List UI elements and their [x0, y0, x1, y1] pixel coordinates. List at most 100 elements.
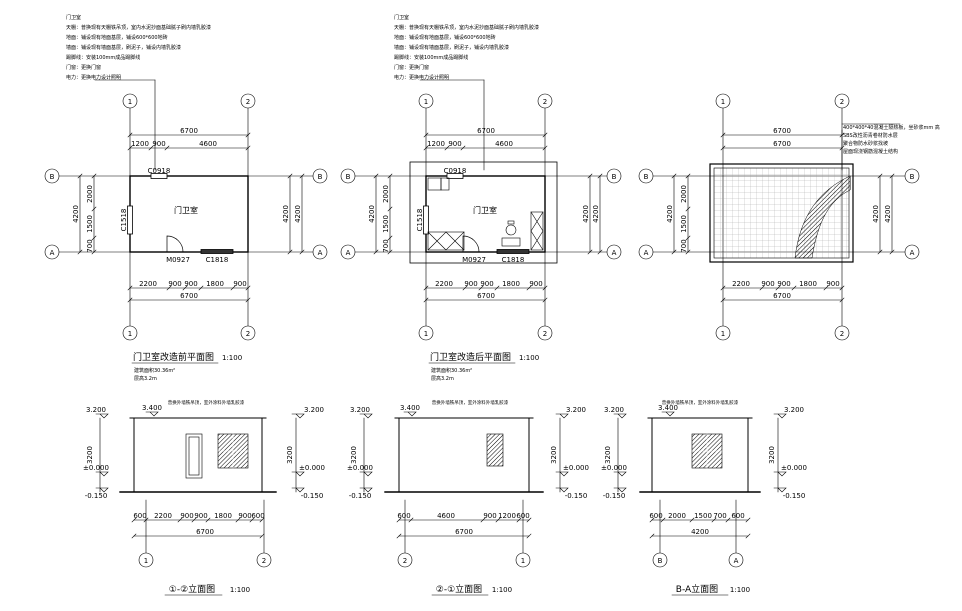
level-label: 3.400 [142, 404, 162, 412]
axis-bubble-label: 1 [521, 557, 525, 565]
dim-label: 4200 [884, 205, 892, 223]
dim-label: 900 [194, 512, 207, 520]
elevation-1-2 [95, 411, 305, 596]
dim-label: 6700 [455, 528, 473, 536]
dim-label: 4600 [495, 140, 513, 148]
dim-label: 1800 [502, 280, 520, 288]
dim-label: 700 [382, 239, 390, 252]
level-label: 3.400 [658, 404, 678, 412]
dim-label: 700 [713, 512, 726, 520]
dim-label: 900 [152, 140, 165, 148]
roof-notes: 400*400*40混凝土隔热板，坐砂浆mm 高 SBS改性沥青卷材防水层 聚合… [843, 124, 940, 155]
dim-label: 900 [233, 280, 246, 288]
roof-note-line: SBS改性沥青卷材防水层 [843, 132, 898, 139]
dim-label: 4600 [199, 140, 217, 148]
notes-after-line: 门卫室 [394, 15, 410, 21]
plan-after-title: 门卫室改造后平面图 [430, 351, 511, 363]
dim-label: 900 [826, 280, 839, 288]
notes-after-line: 墙面：铺设现有墙面基层，刷泥子，铺设内墙乳胶漆 [394, 45, 510, 51]
notes-before-line: 墙面：铺设现有墙面基层，刷泥子，铺设内墙乳胶漆 [66, 45, 182, 51]
dim-label: 900 [529, 280, 542, 288]
dim-label: 600 [516, 512, 529, 520]
elevation-note: 普换外墙铁吊顶，室外涂料外墙乳胶漆 [432, 399, 509, 406]
axis-bubble-label: A [612, 249, 617, 257]
notes-before-line: 门卫室 [66, 15, 82, 21]
plan-before-title: 门卫室改造前平面图 [133, 351, 214, 363]
notes-after-line: 踢脚线：安装100mm成品踢脚线 [394, 55, 469, 61]
dim-label: 6700 [196, 528, 214, 536]
elevation-b-a-text: 普换外墙铁吊顶，室外涂料外墙乳胶漆 3.200 3.200 3.400 ±0.0… [601, 399, 807, 595]
dim-label: 1500 [86, 215, 94, 233]
dim-label: 6700 [477, 127, 495, 135]
notes-before-line: 天棚：普换现有天棚铁吊顶，室内水泥抄面基础腻子刷内墙乳胶漆 [66, 25, 212, 31]
axis-bubble-label: 2 [543, 98, 547, 106]
dim-label: 3200 [550, 446, 558, 464]
elevation-1-2-title: ①-②立面图 [169, 583, 215, 595]
axis-bubble-label: B [910, 173, 915, 181]
dim-label: 900 [761, 280, 774, 288]
scale-label: 1:100 [730, 586, 750, 594]
notes-before-line: 踢脚线：安装100mm成品踢脚线 [66, 55, 141, 61]
elevation-b-a [613, 411, 787, 596]
dim-label: 4200 [294, 205, 302, 223]
roof-note-line: 聚合物防水砂浆找坡 [843, 140, 888, 147]
dim-label: 900 [180, 512, 193, 520]
level-label: 3.200 [86, 406, 106, 414]
dim-label: 4200 [582, 205, 590, 223]
dim-label: 4200 [666, 205, 674, 223]
notes-before: 门卫室 天棚：普换现有天棚铁吊顶，室内水泥抄面基础腻子刷内墙乳胶漆 地面：铺设现… [66, 13, 211, 83]
window-label: C1518 [120, 209, 128, 232]
elevation-1-2-text: 普换外墙铁吊顶，室外涂料外墙乳胶漆 3.200 3.200 3.400 ±0.0… [83, 399, 325, 595]
dim-label: 6700 [773, 127, 791, 135]
room-label: 门卫室 [473, 205, 497, 215]
axis-bubble-label: 1 [424, 330, 428, 338]
scale-label: 1:100 [492, 586, 512, 594]
level-label: -0.150 [783, 492, 806, 500]
axis-bubble-label: 2 [246, 330, 250, 338]
dim-label: 2200 [154, 512, 172, 520]
level-label: 3.200 [304, 406, 324, 414]
dim-label: 1500 [680, 215, 688, 233]
dim-label: 1800 [214, 512, 232, 520]
axis-bubble-label: B [346, 173, 351, 181]
dim-label: 900 [184, 280, 197, 288]
scale-label: 1:100 [519, 354, 539, 362]
level-label: -0.150 [85, 492, 108, 500]
roof-note-line: 400*400*40混凝土隔热板，坐砂浆mm 高 [843, 124, 940, 131]
level-label: 3.200 [350, 406, 370, 414]
axis-bubble-label: 1 [424, 98, 428, 106]
axis-bubble-label: B [658, 557, 663, 565]
window-label: C1818 [206, 256, 229, 264]
dim-label: 2200 [732, 280, 750, 288]
dim-label: 2200 [139, 280, 157, 288]
level-label: -0.150 [301, 492, 324, 500]
dim-label: 600 [133, 512, 146, 520]
door-label: M0927 [166, 256, 190, 264]
dim-label: 4200 [691, 528, 709, 536]
elevation-note: 普换外墙铁吊顶，室外涂料外墙乳胶漆 [662, 399, 739, 406]
elevation-b-a-title: B-A立面图 [676, 583, 718, 595]
plan-after [340, 79, 622, 341]
dim-label: 3200 [86, 446, 94, 464]
dim-label: 1800 [799, 280, 817, 288]
axis-bubble-label: B [318, 173, 323, 181]
axis-bubble-label: 1 [128, 330, 132, 338]
area-label: 建筑面积30.36m² [134, 367, 175, 374]
axis-bubble-label: B [50, 173, 55, 181]
level-label: -0.150 [603, 492, 626, 500]
dim-label: 4200 [592, 205, 600, 223]
dim-label: 900 [480, 280, 493, 288]
level-label: 3.200 [604, 406, 624, 414]
window-label: C1518 [416, 209, 424, 232]
level-label: ±0.000 [83, 464, 109, 472]
window-label: C0918 [148, 167, 171, 175]
axis-bubble-label: 1 [721, 330, 725, 338]
dim-label: 4200 [872, 205, 880, 223]
level-label: -0.150 [565, 492, 588, 500]
axis-bubble-label: 2 [262, 557, 266, 565]
axis-bubble-label: 1 [144, 557, 148, 565]
dim-label: 1500 [382, 215, 390, 233]
plan-before-text: 1 2 1 2 B A B A 6700 1200 900 4600 C0918… [50, 98, 323, 338]
dim-label: 600 [397, 512, 410, 520]
